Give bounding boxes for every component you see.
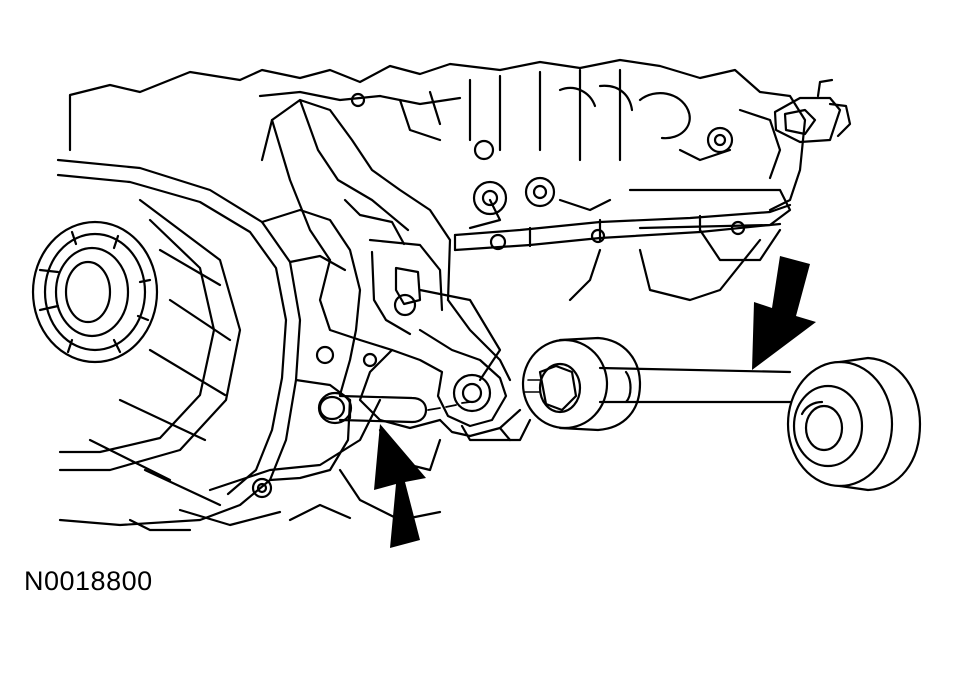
bracket-bushing-icon — [454, 375, 490, 411]
crankshaft-seal-icon — [33, 222, 157, 362]
bolt-icon — [319, 393, 470, 423]
mount-bracket-icon — [262, 100, 530, 440]
engine-block-icon — [70, 60, 805, 380]
timing-cover-icon — [58, 160, 380, 530]
arrow-icon — [374, 256, 816, 548]
bolt-pointer-arrow — [374, 424, 426, 548]
connector-icon — [775, 80, 850, 142]
figure-id-label: N0018800 — [24, 566, 153, 596]
restrictor-pointer-arrow — [752, 256, 816, 370]
block-bosses-icon — [317, 94, 554, 366]
roll-restrictor-icon — [523, 338, 920, 490]
